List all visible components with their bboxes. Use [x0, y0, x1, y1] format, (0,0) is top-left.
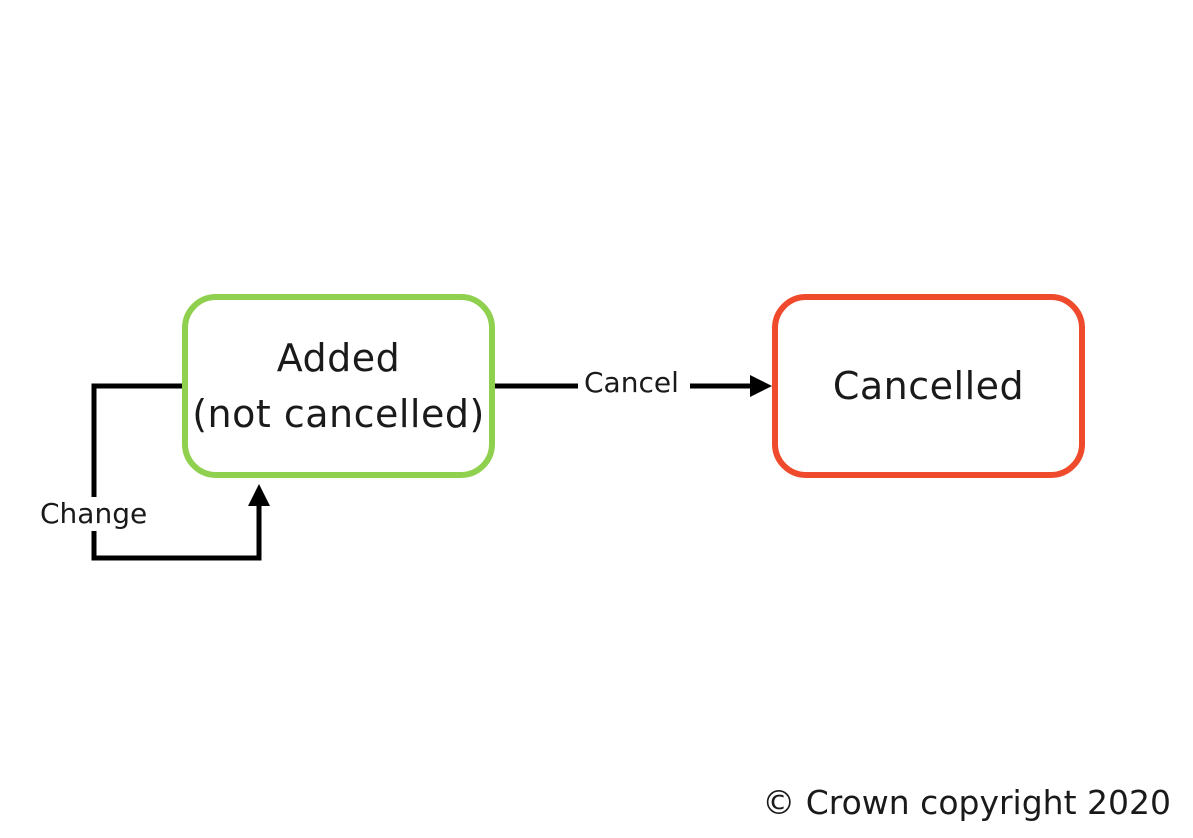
cancel-arrowhead [750, 375, 772, 397]
state-cancelled: Cancelled [772, 294, 1085, 478]
cancel-transition-label: Cancel [580, 366, 683, 400]
state-added-title: Added [276, 336, 401, 380]
change-transition-label: Change [38, 497, 150, 531]
change-arrowhead [248, 484, 270, 506]
state-added-subtitle: (not cancelled) [192, 392, 485, 436]
state-added: Added (not cancelled) [182, 294, 495, 478]
state-cancelled-title: Cancelled [832, 364, 1025, 408]
change-transition-loop [91, 383, 262, 561]
copyright-notice: © Crown copyright 2020 [762, 783, 1171, 822]
